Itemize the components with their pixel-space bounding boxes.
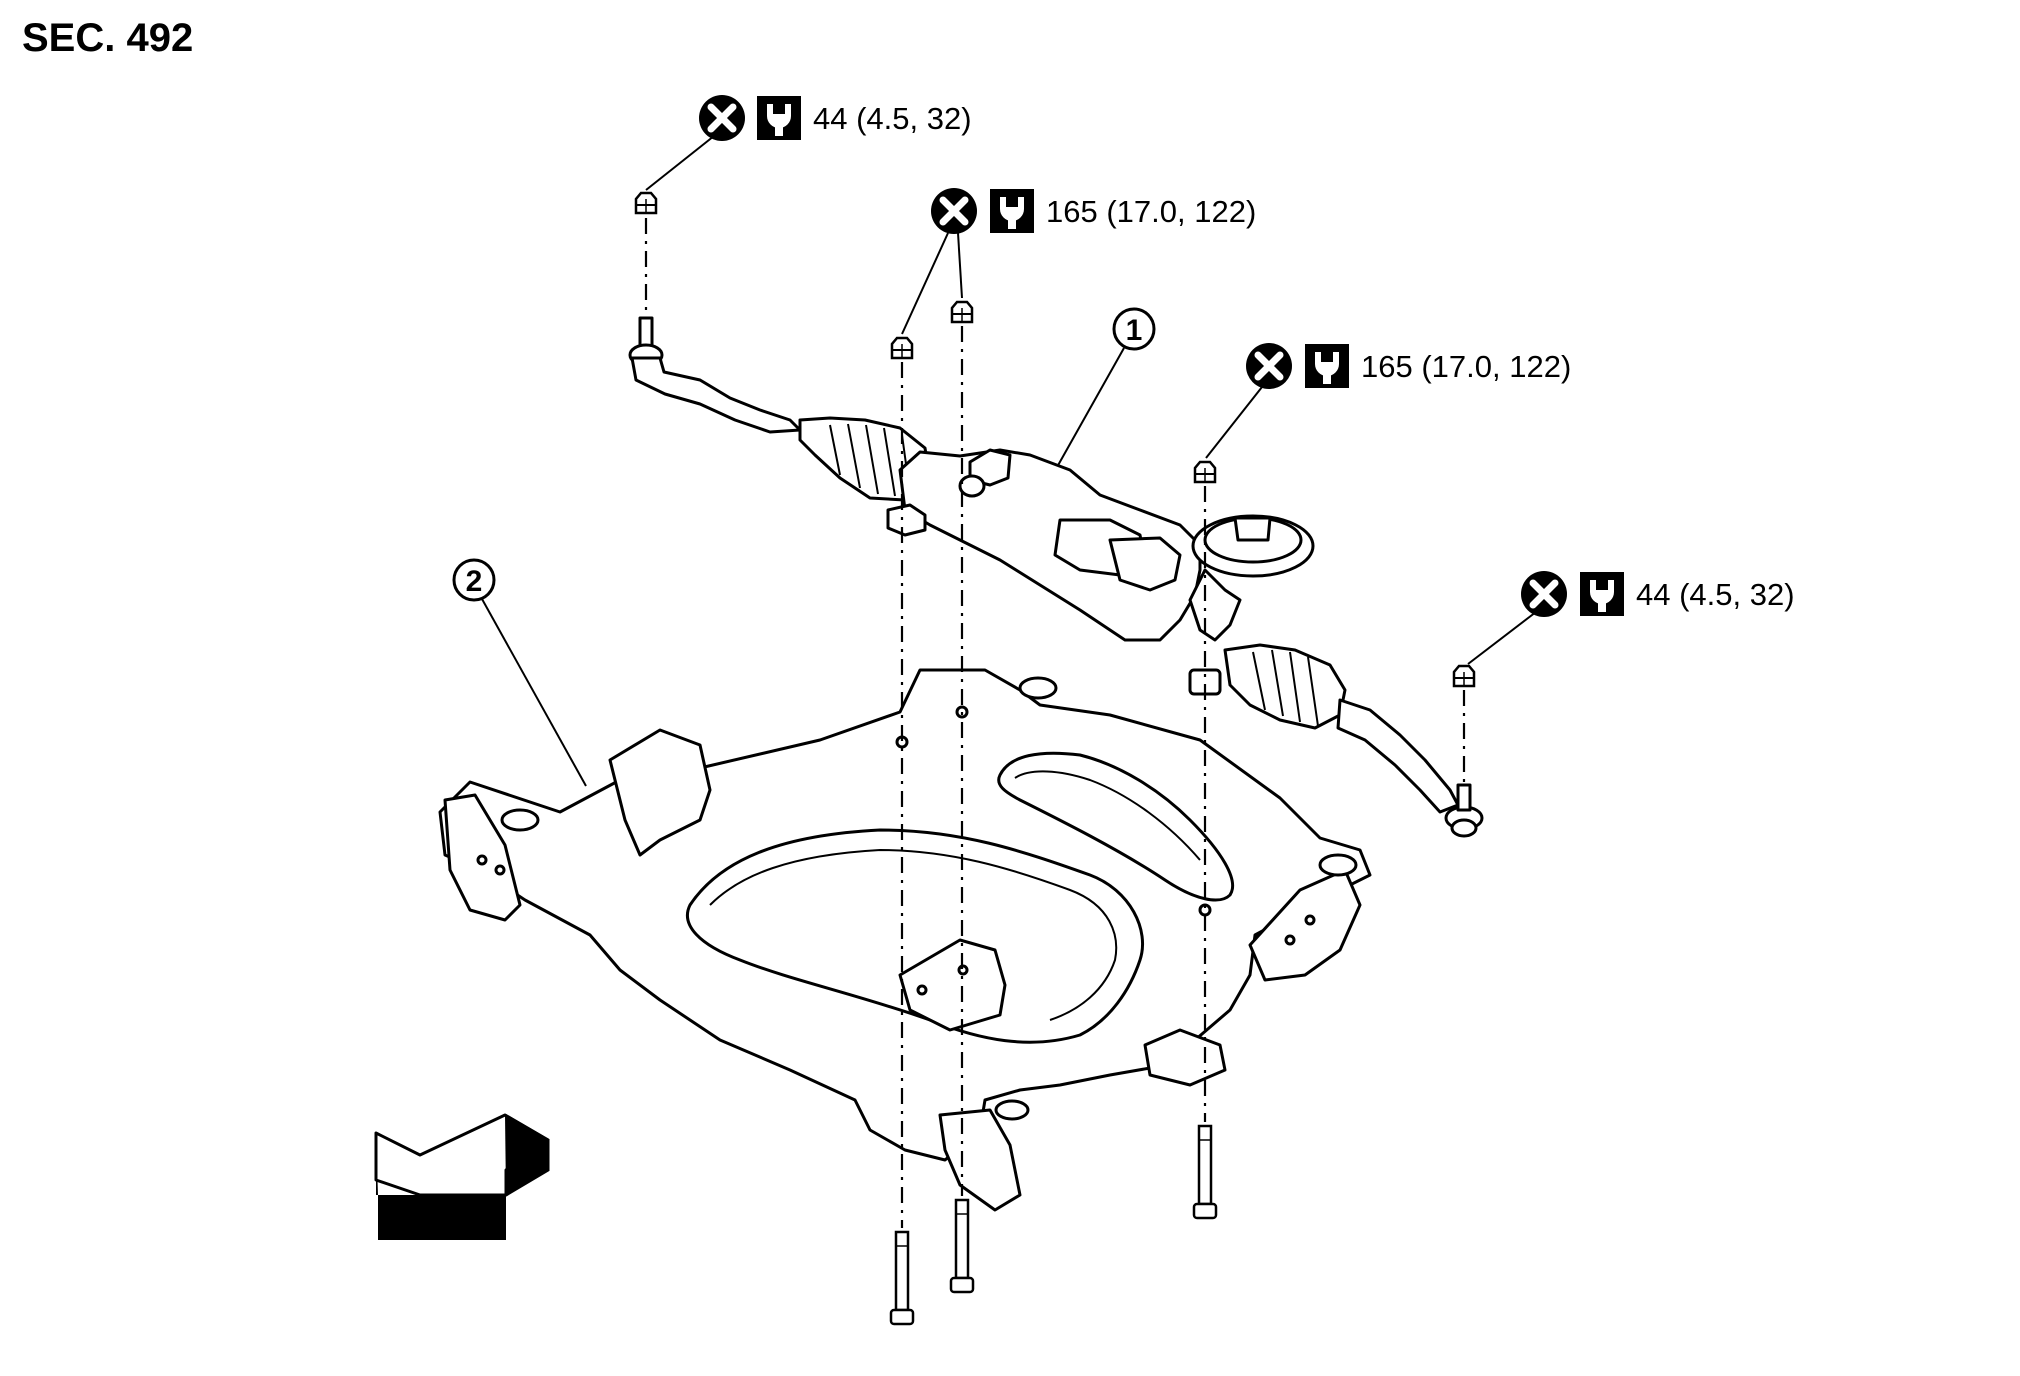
svg-text:1: 1 xyxy=(1126,314,1143,347)
leader-line xyxy=(645,135,715,191)
torque-callout-rack-mount-right: 165 (17.0, 122) xyxy=(1205,343,1571,459)
mount-bolt-front-center xyxy=(949,1198,975,1294)
torque-value: 44 (4.5, 32) xyxy=(1636,577,1795,612)
vehicle-front-arrow-icon xyxy=(374,1113,550,1240)
leader-line xyxy=(1205,386,1263,459)
torque-value: 44 (4.5, 32) xyxy=(813,101,972,136)
leader-line xyxy=(1051,347,1125,477)
mount-bolt-front-right xyxy=(1192,1124,1218,1220)
leader-line xyxy=(957,232,963,299)
torque-wrench-icon xyxy=(1305,344,1349,388)
do-not-reuse-icon xyxy=(1246,343,1292,389)
suspension-member xyxy=(438,668,1372,1212)
rack-mount-nut-left-b xyxy=(950,300,974,324)
svg-text:2: 2 xyxy=(466,565,483,598)
leader-line xyxy=(901,232,949,335)
tie-rod-nut-left xyxy=(634,191,658,215)
steering-gear-assembly xyxy=(628,316,1484,838)
torque-value: 165 (17.0, 122) xyxy=(1046,194,1256,229)
tie-rod-nut-right xyxy=(1452,664,1476,688)
torque-callout-rack-mount-left: 165 (17.0, 122) xyxy=(901,188,1256,335)
mount-bracket-right xyxy=(1248,868,1362,982)
torque-wrench-icon xyxy=(757,96,801,140)
do-not-reuse-icon xyxy=(1521,571,1567,617)
mount-bracket-center xyxy=(898,938,1007,1032)
do-not-reuse-icon xyxy=(699,95,745,141)
rack-mount-nut-left-a xyxy=(890,336,914,360)
rack-mount-nut-right xyxy=(1193,460,1217,484)
mount-bracket-front xyxy=(938,1108,1022,1212)
part-index-2: 2 xyxy=(452,558,587,787)
leader-line xyxy=(481,598,587,787)
assembly-center-lines xyxy=(644,218,1466,1228)
leader-line xyxy=(1467,611,1537,665)
torque-callout-tie-rod-left: 44 (4.5, 32) xyxy=(645,95,972,191)
do-not-reuse-icon xyxy=(931,188,977,234)
mount-bracket-front-right xyxy=(1143,1028,1227,1087)
torque-callout-tie-rod-right: 44 (4.5, 32) xyxy=(1467,571,1795,665)
torque-wrench-icon xyxy=(990,189,1034,233)
part-index-1: 1 xyxy=(1051,307,1156,477)
section-title: SEC. 492 xyxy=(22,16,194,60)
torque-value: 165 (17.0, 122) xyxy=(1361,349,1571,384)
mount-bolt-front-left xyxy=(889,1230,915,1326)
mount-bracket-rear-left xyxy=(608,728,712,857)
torque-wrench-icon xyxy=(1580,572,1624,616)
